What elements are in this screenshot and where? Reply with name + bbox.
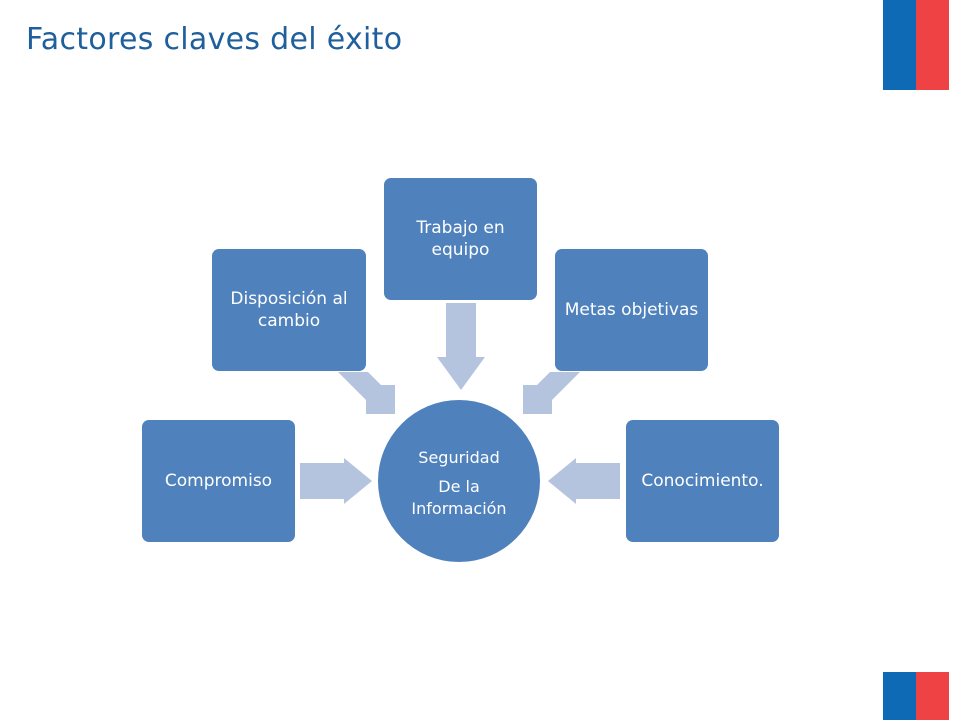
node-metas: Metas objetivas bbox=[555, 249, 708, 371]
arrow-conocimiento bbox=[548, 458, 620, 504]
flag-red-stripe bbox=[916, 672, 949, 720]
node-disposicion: Disposición al cambio bbox=[212, 249, 366, 371]
node-conocimiento: Conocimiento. bbox=[626, 420, 779, 542]
arrow-trabajo bbox=[437, 303, 485, 390]
center-line-1: Seguridad bbox=[418, 447, 500, 467]
flag-red-stripe bbox=[916, 0, 949, 90]
node-label: Conocimiento. bbox=[641, 470, 764, 491]
slide-title: Factores claves del éxito bbox=[26, 22, 403, 57]
node-label: Disposición al cambio bbox=[230, 288, 348, 331]
center-line-2: De la bbox=[438, 477, 480, 497]
flag-decoration-bottom bbox=[883, 672, 949, 720]
center-hub: Seguridad De la Información bbox=[378, 400, 540, 562]
node-compromiso: Compromiso bbox=[142, 420, 295, 542]
node-trabajo: Trabajo en equipo bbox=[384, 178, 537, 300]
arrow-metas bbox=[523, 372, 580, 414]
arrow-compromiso bbox=[300, 458, 372, 504]
center-line-3: Información bbox=[411, 498, 507, 518]
node-label: Trabajo en equipo bbox=[416, 217, 505, 260]
node-label: Metas objetivas bbox=[564, 299, 699, 320]
arrow-disposicion bbox=[338, 372, 395, 414]
flag-blue-stripe bbox=[883, 0, 916, 90]
node-label: Compromiso bbox=[164, 470, 273, 491]
flag-blue-stripe bbox=[883, 672, 916, 720]
flag-decoration-top bbox=[883, 0, 949, 90]
